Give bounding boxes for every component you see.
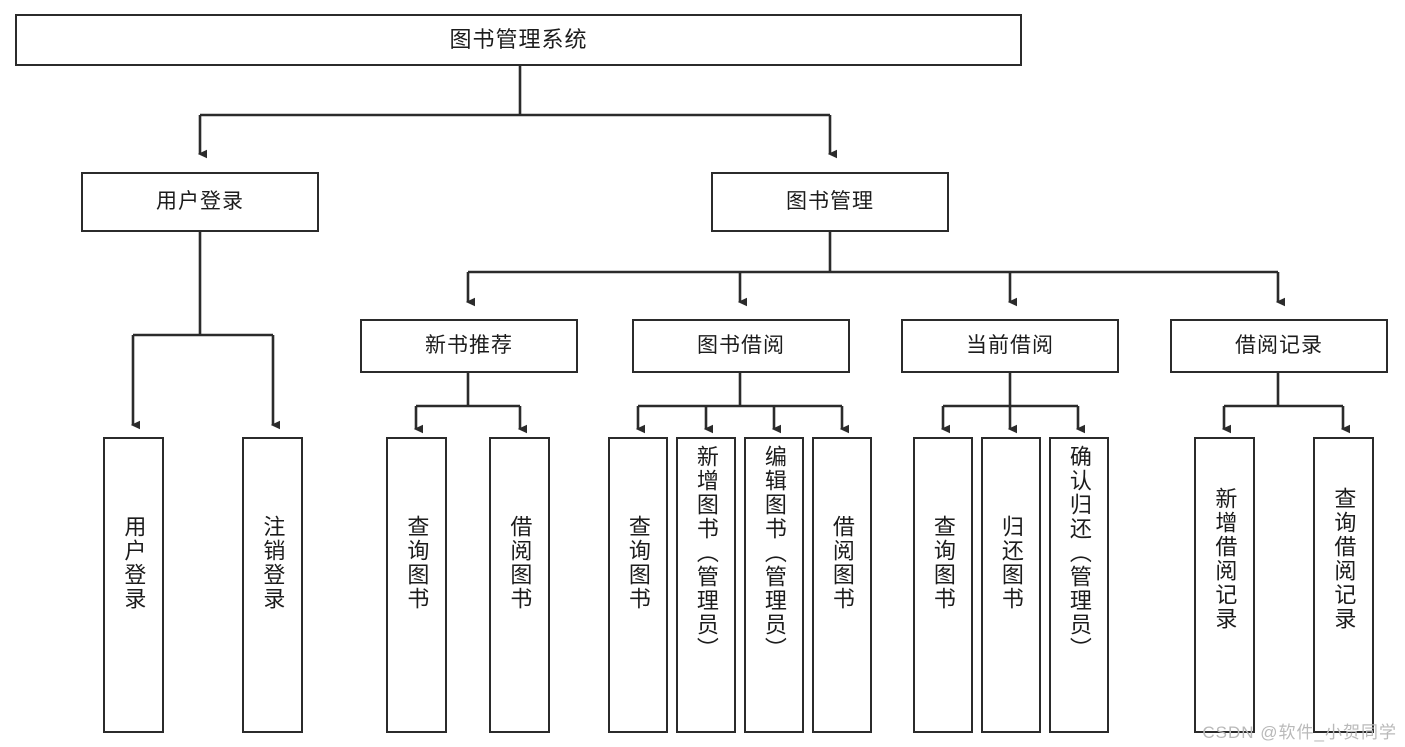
leaf-query-book-1[interactable]: 查询图书 (386, 437, 447, 733)
leaf-user-logout[interactable]: 注销登录 (242, 437, 303, 733)
leaf-borrow-book-1-label: 借阅图书 (507, 515, 533, 611)
leaf-edit-book[interactable]: 编辑图书（管理员） (744, 437, 804, 733)
leaf-user-logout-label: 注销登录 (260, 515, 286, 611)
leaf-add-record[interactable]: 新增借阅记录 (1194, 437, 1255, 733)
leaf-edit-book-label: 编辑图书（管理员） (761, 445, 787, 661)
leaf-query-record[interactable]: 查询借阅记录 (1313, 437, 1374, 733)
leaf-add-book[interactable]: 新增图书（管理员） (676, 437, 736, 733)
leaf-return-book[interactable]: 归还图书 (981, 437, 1041, 733)
leaf-user-login[interactable]: 用户登录 (103, 437, 164, 733)
node-book-manage-label: 图书管理 (786, 190, 874, 214)
leaf-user-login-label: 用户登录 (121, 515, 147, 611)
node-new-book-recommend-label: 新书推荐 (425, 334, 513, 358)
node-user-login-label: 用户登录 (156, 190, 244, 214)
leaf-confirm-return-label: 确认归还（管理员） (1066, 445, 1092, 661)
node-book-borrow-label: 图书借阅 (697, 334, 785, 358)
node-borrow-record[interactable]: 借阅记录 (1170, 319, 1388, 373)
node-book-borrow[interactable]: 图书借阅 (632, 319, 850, 373)
node-current-borrow-label: 当前借阅 (966, 334, 1054, 358)
node-new-book-recommend[interactable]: 新书推荐 (360, 319, 578, 373)
node-current-borrow[interactable]: 当前借阅 (901, 319, 1119, 373)
leaf-query-book-1-label: 查询图书 (404, 515, 430, 611)
node-book-manage[interactable]: 图书管理 (711, 172, 949, 232)
leaf-add-book-label: 新增图书（管理员） (693, 445, 719, 661)
node-root[interactable]: 图书管理系统 (15, 14, 1022, 66)
leaf-query-book-3-label: 查询图书 (930, 515, 956, 611)
leaf-return-book-label: 归还图书 (998, 515, 1024, 611)
node-borrow-record-label: 借阅记录 (1235, 334, 1323, 358)
leaf-query-book-3[interactable]: 查询图书 (913, 437, 973, 733)
leaf-borrow-book-2[interactable]: 借阅图书 (812, 437, 872, 733)
leaf-borrow-book-1[interactable]: 借阅图书 (489, 437, 550, 733)
node-user-login[interactable]: 用户登录 (81, 172, 319, 232)
watermark: CSDN @软件_小贺同学 (1202, 723, 1397, 742)
leaf-confirm-return[interactable]: 确认归还（管理员） (1049, 437, 1109, 733)
leaf-borrow-book-2-label: 借阅图书 (829, 515, 855, 611)
leaf-add-record-label: 新增借阅记录 (1212, 487, 1238, 631)
node-root-label: 图书管理系统 (449, 26, 588, 52)
leaf-query-book-2-label: 查询图书 (625, 515, 651, 611)
leaf-query-record-label: 查询借阅记录 (1331, 487, 1357, 631)
leaf-query-book-2[interactable]: 查询图书 (608, 437, 668, 733)
